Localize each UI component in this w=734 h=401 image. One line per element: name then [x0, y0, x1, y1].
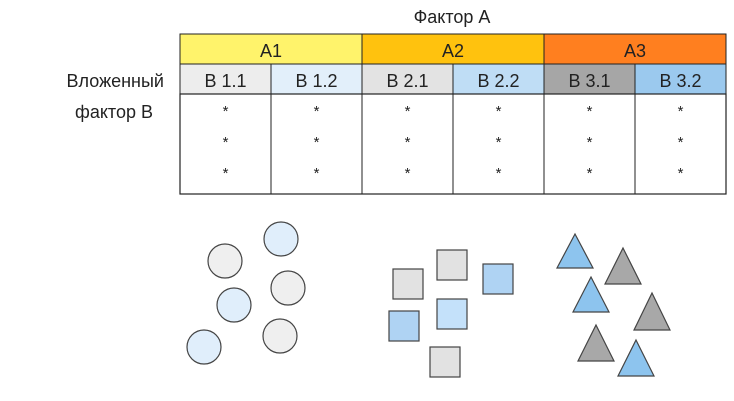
- group-a1-cell: [179, 33, 363, 65]
- observation-marker: *: [223, 165, 229, 182]
- square-shape: [429, 346, 461, 378]
- observation-marker: *: [223, 134, 229, 151]
- square-shape: [436, 249, 468, 281]
- observation-marker: *: [678, 165, 684, 182]
- observation-marker: *: [587, 103, 593, 120]
- sub-b32-label: В 3.2: [659, 71, 701, 91]
- observation-marker: *: [496, 103, 502, 120]
- observation-marker: *: [405, 165, 411, 182]
- circle-shape: [216, 287, 252, 323]
- observation-marker: *: [314, 134, 320, 151]
- sub-b12-label: В 1.2: [295, 71, 337, 91]
- group-a3-label: А3: [624, 41, 646, 61]
- factor-b-subgroups: В 1.1 В 1.2 В 2.1 В 2.2 В 3.1 В 3.2: [179, 63, 727, 95]
- factor-a-groups: А1 А2 А3: [179, 33, 727, 65]
- observation-marker: *: [587, 165, 593, 182]
- sub-b21-cell: [361, 63, 454, 95]
- observation-marker: *: [678, 103, 684, 120]
- square-shape: [436, 298, 468, 330]
- triangle-shape: [617, 338, 655, 377]
- observation-marker: *: [405, 103, 411, 120]
- group-a1-label: А1: [260, 41, 282, 61]
- square-shape: [388, 310, 420, 342]
- circle-shape: [270, 270, 306, 306]
- group-a2-cell: [361, 33, 545, 65]
- triangle-shape: [577, 323, 615, 362]
- observation-marker: *: [314, 165, 320, 182]
- triangle-shape: [633, 291, 671, 331]
- square-shape: [482, 263, 514, 295]
- observation-marker: *: [496, 134, 502, 151]
- nested-factor-label-line2: фактор В: [75, 102, 153, 122]
- group-a3-cell: [543, 33, 727, 65]
- square-shape: [392, 268, 424, 300]
- triangle-shape: [556, 232, 594, 269]
- observation-marker: *: [405, 134, 411, 151]
- observation-marker: *: [314, 103, 320, 120]
- circle-shape: [207, 243, 243, 279]
- circle-shape: [263, 221, 299, 257]
- group-a2-label: А2: [442, 41, 464, 61]
- observation-marker: *: [496, 165, 502, 182]
- sub-b31-cell: [543, 63, 636, 95]
- triangle-shape: [604, 246, 642, 285]
- circles-cluster: [186, 221, 306, 365]
- squares-cluster: [388, 249, 514, 378]
- sub-b21-label: В 2.1: [386, 71, 428, 91]
- sub-b11-label: В 1.1: [204, 71, 246, 91]
- factor-a-title: Фактор А: [414, 7, 491, 27]
- observation-marker: *: [587, 134, 593, 151]
- circle-shape: [262, 318, 298, 354]
- sub-b22-label: В 2.2: [477, 71, 519, 91]
- triangle-shape: [572, 275, 610, 313]
- sub-b31-label: В 3.1: [568, 71, 610, 91]
- observation-markers: * * * * * * * * * * * * * * * * * *: [223, 103, 684, 182]
- observation-area: * * * * * * * * * * * * * * * * * *: [179, 93, 727, 195]
- nested-factor-label-line1: Вложенный: [67, 71, 164, 91]
- observation-marker: *: [223, 103, 229, 120]
- observation-marker: *: [678, 134, 684, 151]
- circle-shape: [186, 329, 222, 365]
- triangles-cluster: [556, 232, 671, 377]
